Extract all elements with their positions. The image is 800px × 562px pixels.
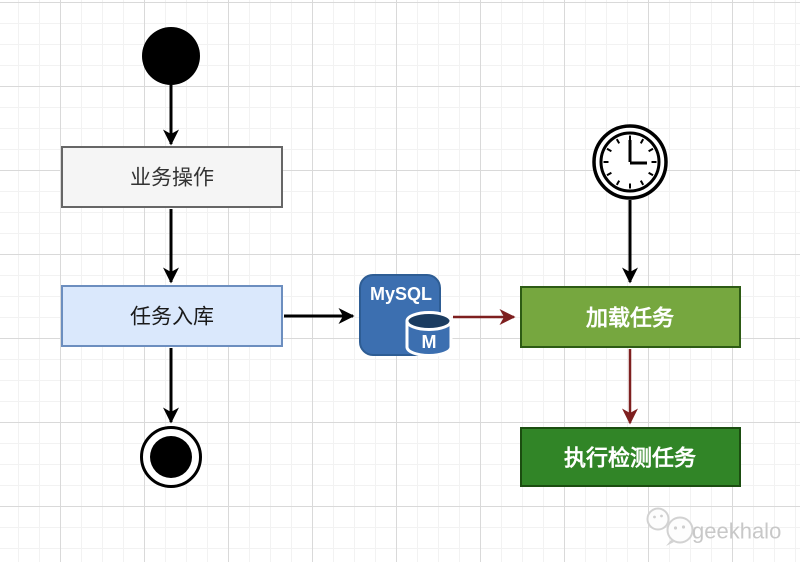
clock-icon <box>592 124 668 200</box>
task-store-label: 任务入库 <box>130 306 214 329</box>
clock-tick <box>606 147 612 153</box>
end-node <box>140 426 202 488</box>
mysql-letter-label: M <box>422 332 437 352</box>
node-task-store: 任务入库 <box>61 285 283 347</box>
load-task-box <box>520 286 741 348</box>
end-node-core <box>150 436 192 478</box>
clock-tick <box>648 171 654 177</box>
start-node <box>142 27 200 85</box>
wechat-logo-icon <box>646 507 694 546</box>
task-store-box <box>61 285 283 347</box>
exec-task-box <box>520 427 741 487</box>
clock-tick <box>606 171 612 177</box>
wechat-bubble-small <box>646 507 670 531</box>
clock-tick <box>639 180 645 186</box>
clock-tick <box>615 180 621 186</box>
mysql-cylinder-icon: M <box>405 311 453 357</box>
exec-task-label: 执行检测任务 <box>564 446 697 471</box>
load-task-label: 加载任务 <box>585 306 675 331</box>
clock-tick <box>639 138 645 144</box>
watermark: geekhalo <box>646 507 781 546</box>
node-load-task: 加载任务 <box>520 286 741 348</box>
node-exec-task: 执行检测任务 <box>520 427 741 487</box>
business-operation-label: 业务操作 <box>130 167 214 190</box>
wechat-bubble-tail <box>666 540 674 546</box>
mysql-icon: MySQL M <box>359 274 453 357</box>
wechat-bubble-large <box>666 516 694 544</box>
watermark-text: geekhalo <box>692 519 781 544</box>
business-operation-box <box>61 146 283 208</box>
node-business-operation: 业务操作 <box>61 146 283 208</box>
mysql-cylinder-top <box>405 311 453 331</box>
clock-tick <box>648 147 654 153</box>
wechat-bubble-eyes <box>653 514 686 530</box>
clock-tick <box>615 138 621 144</box>
clock-ticks <box>603 135 657 189</box>
mysql-brand-label: MySQL <box>370 284 432 304</box>
